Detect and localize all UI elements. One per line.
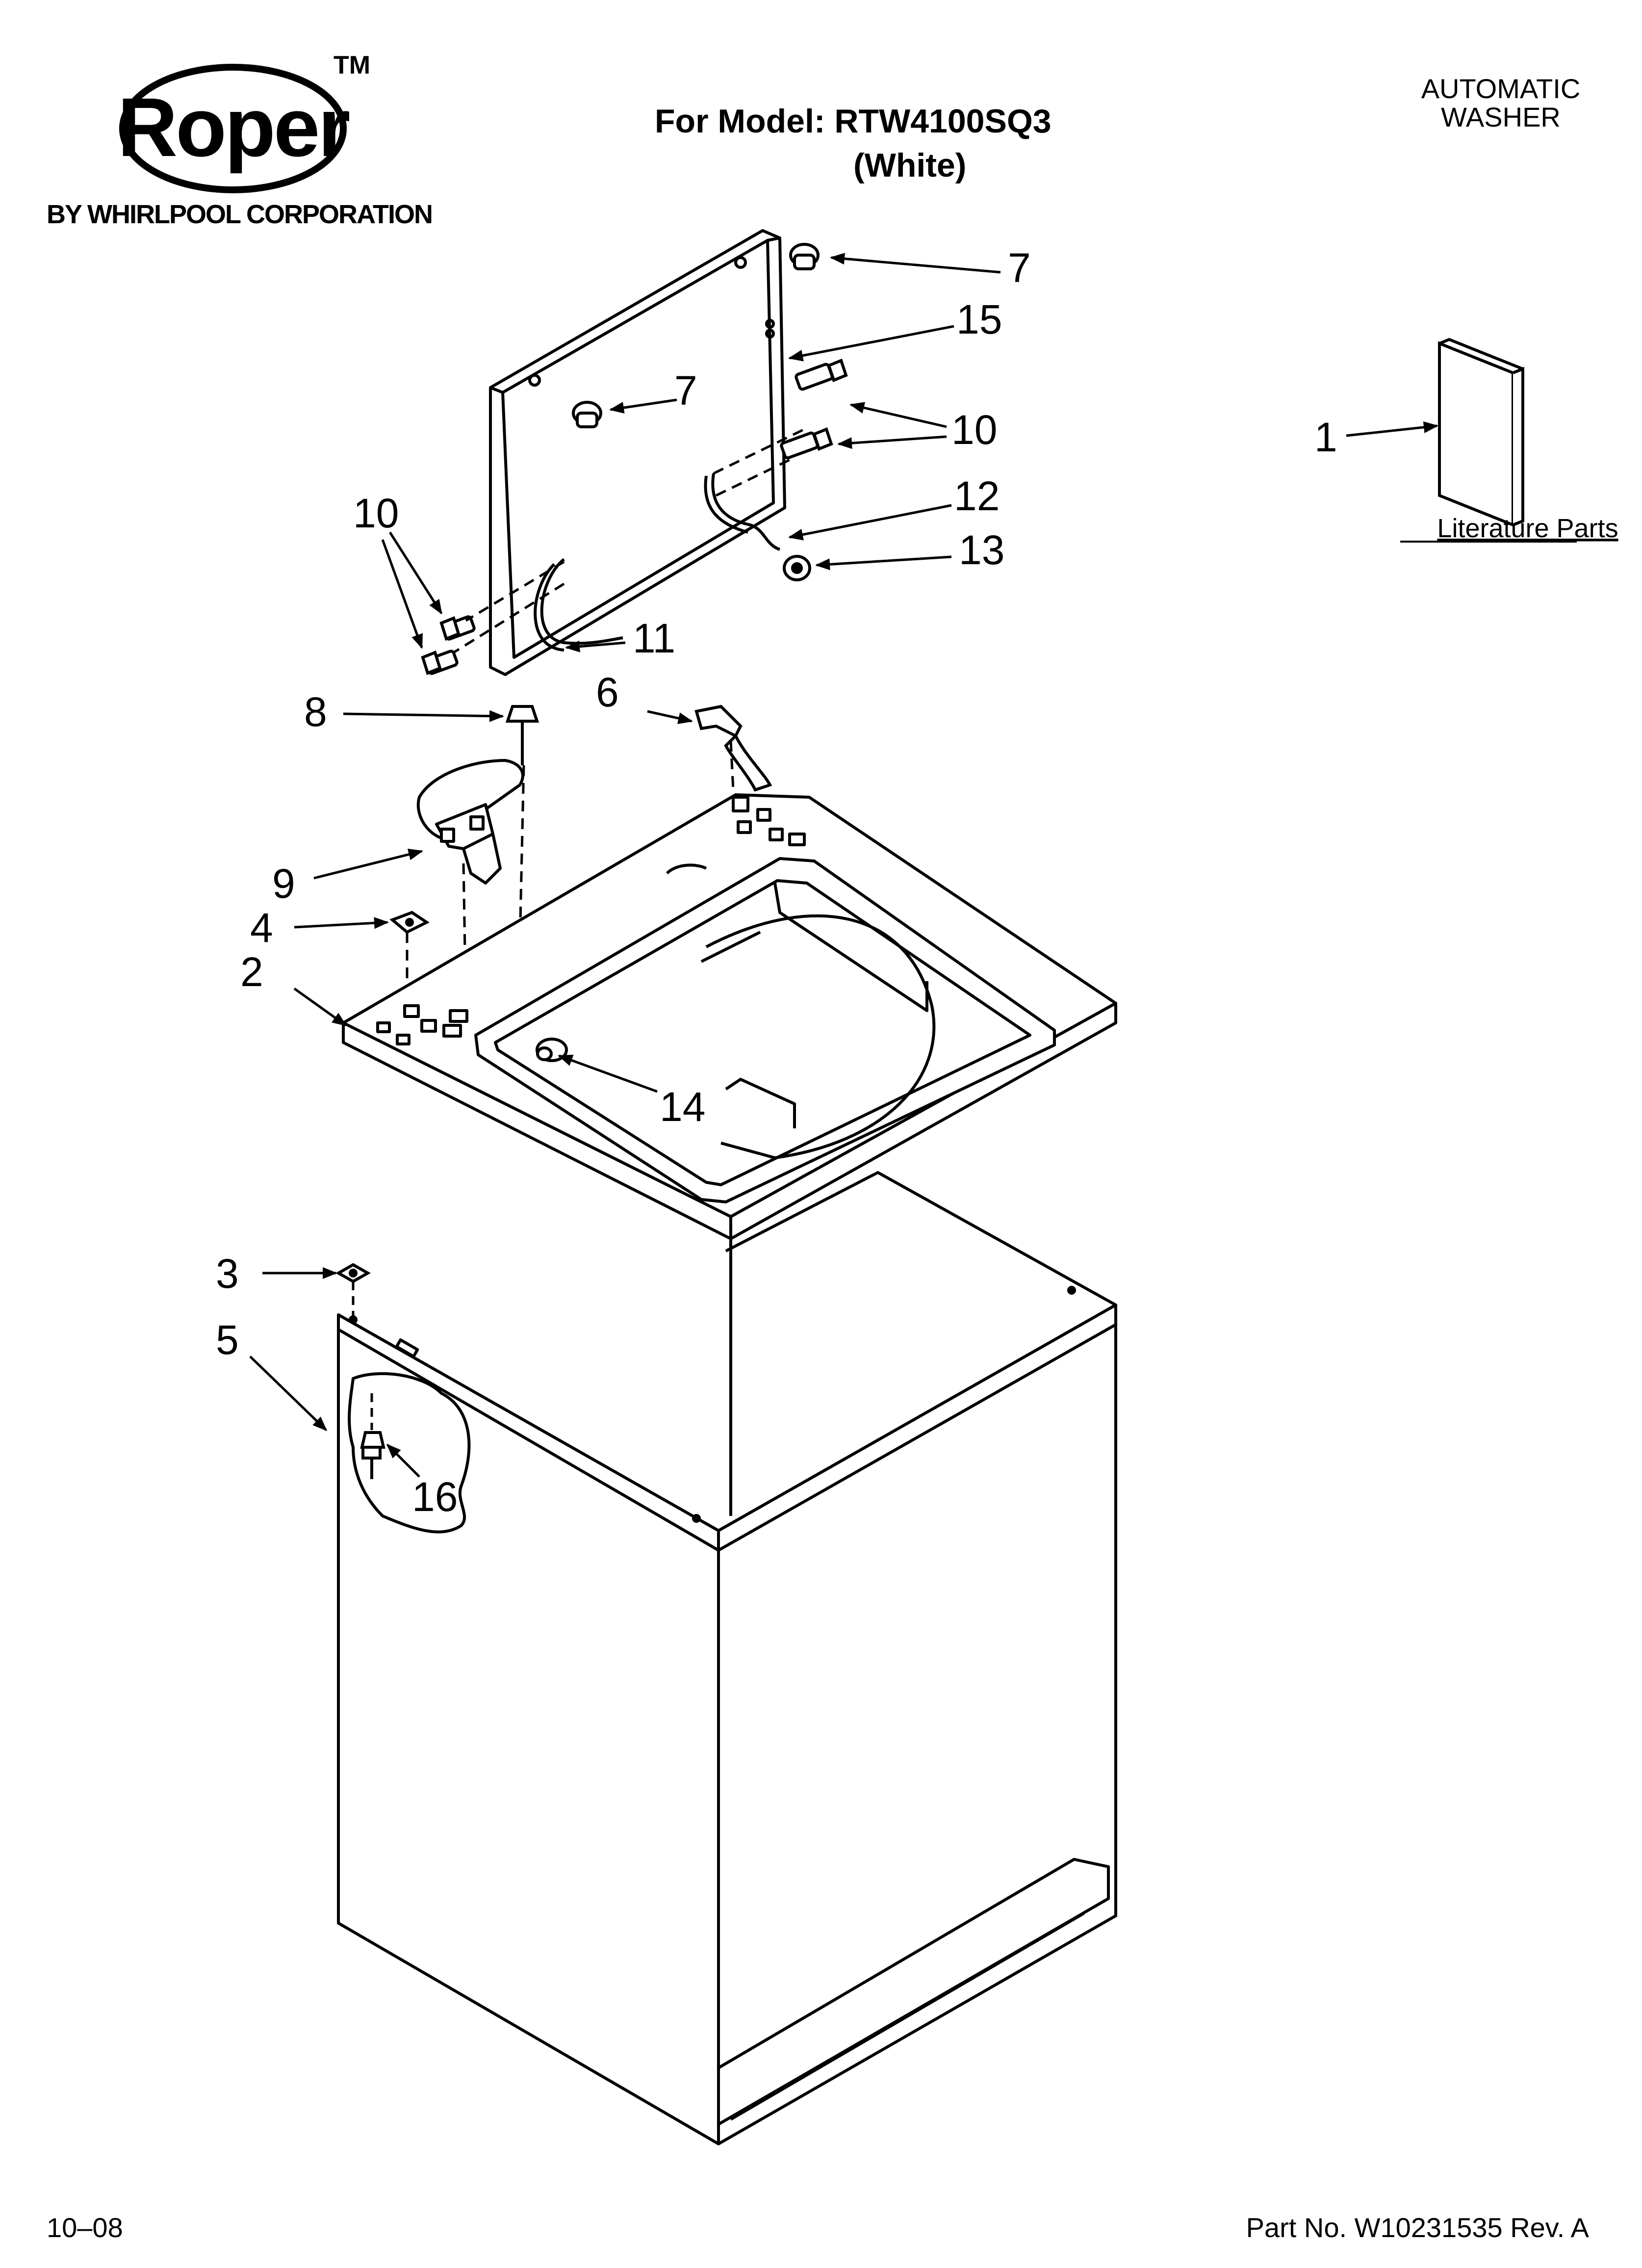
- cabinet-screw: [360, 1431, 385, 1479]
- callout-10-right: 10: [951, 407, 997, 453]
- callout-10-left: 10: [353, 490, 399, 536]
- callout-1: 1: [1314, 414, 1337, 460]
- logo-text: Roper: [117, 81, 349, 174]
- callout-15: 15: [956, 296, 1002, 342]
- switch-dash-vertical: [462, 863, 467, 1011]
- washer-top: [342, 793, 1117, 1240]
- model-line: For Model: RTW4100SQ3: [655, 103, 1052, 140]
- brand-byline: BY WHIRLPOOL CORPORATION: [47, 200, 432, 229]
- callout-14: 14: [660, 1084, 705, 1130]
- screw-right-lower: [780, 427, 833, 460]
- footer-date: 10–08: [47, 2212, 123, 2243]
- callout-4: 4: [250, 905, 273, 951]
- hinge-alignment-lines: [453, 428, 805, 654]
- switch-screw: [505, 705, 539, 765]
- wire-clip-dash: [729, 740, 735, 790]
- callout-12: 12: [954, 473, 1000, 519]
- cabinet-cutaway: [348, 1372, 471, 1534]
- roper-logo: Roper TM: [117, 51, 370, 193]
- callout-leaders: [249, 253, 1001, 1478]
- callout-8: 8: [304, 689, 327, 735]
- logo-oval: [119, 64, 347, 193]
- bumper-left: [572, 401, 602, 428]
- screw-left-upper: [439, 615, 476, 641]
- washer-lid: [489, 229, 786, 676]
- callout-13: 13: [959, 527, 1004, 573]
- switch-screw-dash: [518, 765, 525, 942]
- hinge-rod-left: [534, 558, 623, 652]
- callout-3: 3: [216, 1251, 239, 1297]
- callout-1-leader: [1346, 421, 1438, 437]
- hinge-rod-right: [704, 473, 781, 551]
- callout-7-top: 7: [1008, 245, 1031, 291]
- callout-7-left: 7: [674, 367, 697, 414]
- speed-nut-top: [389, 911, 430, 934]
- callout-9: 9: [272, 860, 295, 907]
- wire-clip: [694, 704, 772, 792]
- callout-16: 16: [412, 1474, 458, 1520]
- lid-switch-assembly: [416, 759, 524, 885]
- screw-left-lower: [421, 650, 459, 675]
- screw-right-upper: [795, 359, 848, 391]
- callout-2: 2: [240, 949, 263, 995]
- hinge-bushing: [783, 555, 811, 581]
- bumper-top: [789, 243, 820, 270]
- literature-book: [1438, 338, 1524, 527]
- callout-6: 6: [596, 669, 619, 715]
- category-line-1: AUTOMATIC: [1421, 73, 1581, 104]
- trademark-mark: TM: [334, 51, 370, 79]
- color-line: (White): [853, 147, 966, 184]
- callout-11: 11: [633, 615, 675, 661]
- category-line-2: WASHER: [1441, 102, 1561, 132]
- speed-nut-cabinet: [335, 1263, 371, 1283]
- literature-label: Literature Parts: [1437, 514, 1618, 543]
- washer-cabinet: [337, 1171, 1117, 2145]
- callout-5: 5: [216, 1317, 239, 1363]
- footer-part-number: Part No. W10231535 Rev. A: [1246, 2212, 1590, 2243]
